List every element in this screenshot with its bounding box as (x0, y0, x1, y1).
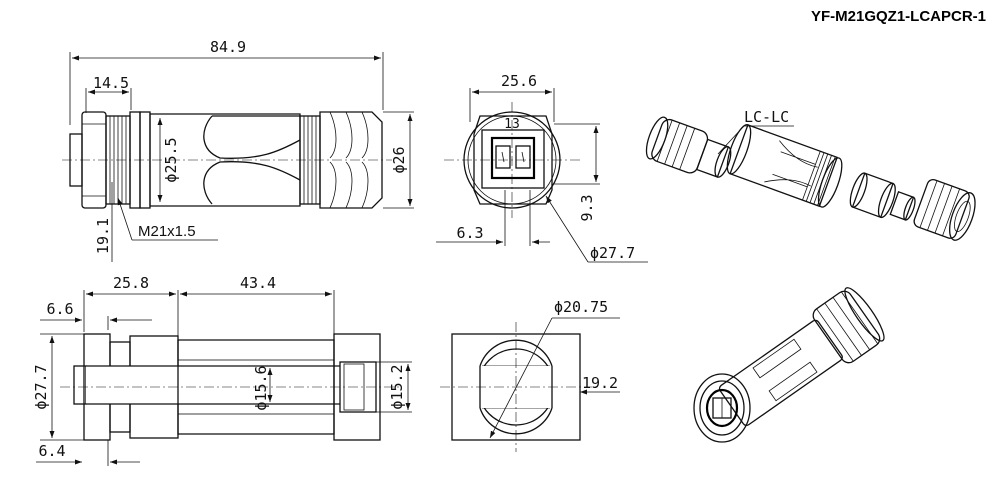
panel-cutout: ϕ20.75 19.2 (440, 298, 620, 452)
bottom-offset-label: 6.4 (38, 442, 65, 460)
front-outer-diameter-label: ϕ27.7 (590, 244, 635, 262)
section-body-length-label: 43.4 (240, 274, 276, 292)
hole-diameter-label: ϕ20.75 (554, 298, 608, 316)
flange-height-label: 19.1 (94, 218, 112, 254)
flat-width-label: 19.2 (582, 374, 618, 392)
flange-length-label: 14.5 (93, 74, 129, 92)
exploded-view-label: LC-LC (744, 108, 789, 126)
key-height-label: 9.3 (578, 194, 596, 221)
body-diameter-label: ϕ25.5 (162, 137, 180, 182)
port-offset-label: 6.3 (456, 224, 483, 242)
section-view: 25.8 43.4 6.6 ϕ27.7 ϕ15.6 (32, 274, 412, 466)
section-flange-length-label: 25.8 (113, 274, 149, 292)
section-flange-thickness-label: 6.6 (46, 300, 73, 318)
front-view: 25.6 13 9.3 6.3 ϕ27.7 (436, 72, 648, 263)
thread-label: M21x1.5 (138, 223, 196, 240)
part-number: YF-M21GQZ1-LCAPCR-1 (810, 8, 986, 25)
side-view: 84.9 14.5 (62, 38, 414, 262)
overall-length-label: 84.9 (210, 38, 246, 56)
section-outer-diameter-label: ϕ27.7 (32, 364, 50, 409)
assembled-view (693, 287, 885, 443)
exploded-view: LC-LC (645, 108, 976, 241)
nut-bore-diameter-label: ϕ15.2 (388, 364, 406, 409)
front-width-label: 25.6 (501, 72, 537, 90)
bore-diameter-label: ϕ15.6 (252, 365, 270, 410)
nut-diameter-label: ϕ26 (390, 146, 408, 173)
